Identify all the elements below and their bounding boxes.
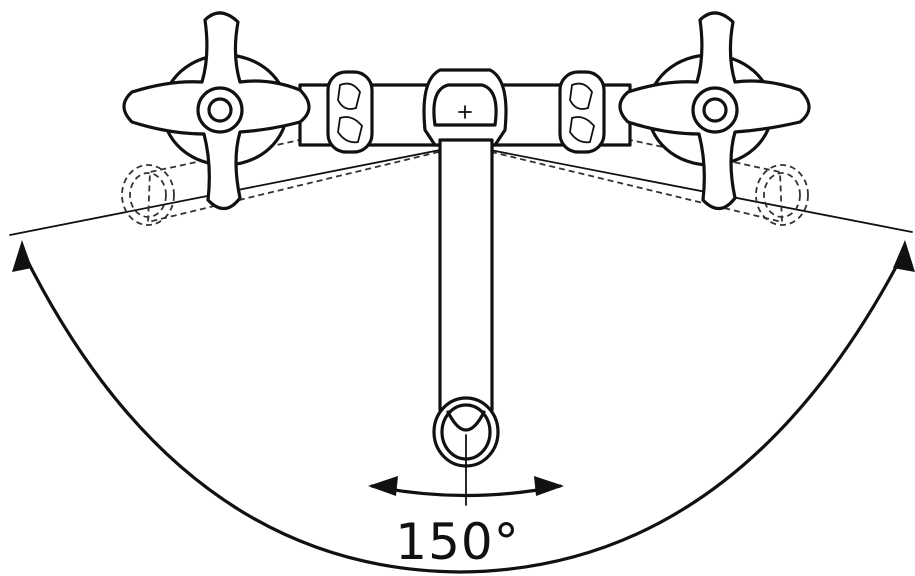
swivel-angle-label: 150° <box>395 513 520 571</box>
spout-hub <box>422 68 508 147</box>
rotated-spout-left <box>121 109 456 226</box>
right-cross-handle-icon <box>618 11 811 211</box>
left-cross-handle-icon <box>122 11 311 211</box>
right-arc-arrowhead <box>893 240 915 272</box>
right-valve <box>618 11 811 211</box>
right-extension-line <box>489 149 913 233</box>
spout <box>432 138 500 468</box>
right-collar <box>558 70 606 154</box>
left-collar <box>326 70 374 154</box>
rotated-spout-right <box>474 109 809 226</box>
left-arc-arrowhead <box>12 240 32 272</box>
left-valve <box>122 11 311 211</box>
spout-rotation-arrowhead-left <box>368 476 398 496</box>
spout-rotation-arrowhead-right <box>534 476 564 496</box>
swivel-range-arc <box>20 248 907 574</box>
